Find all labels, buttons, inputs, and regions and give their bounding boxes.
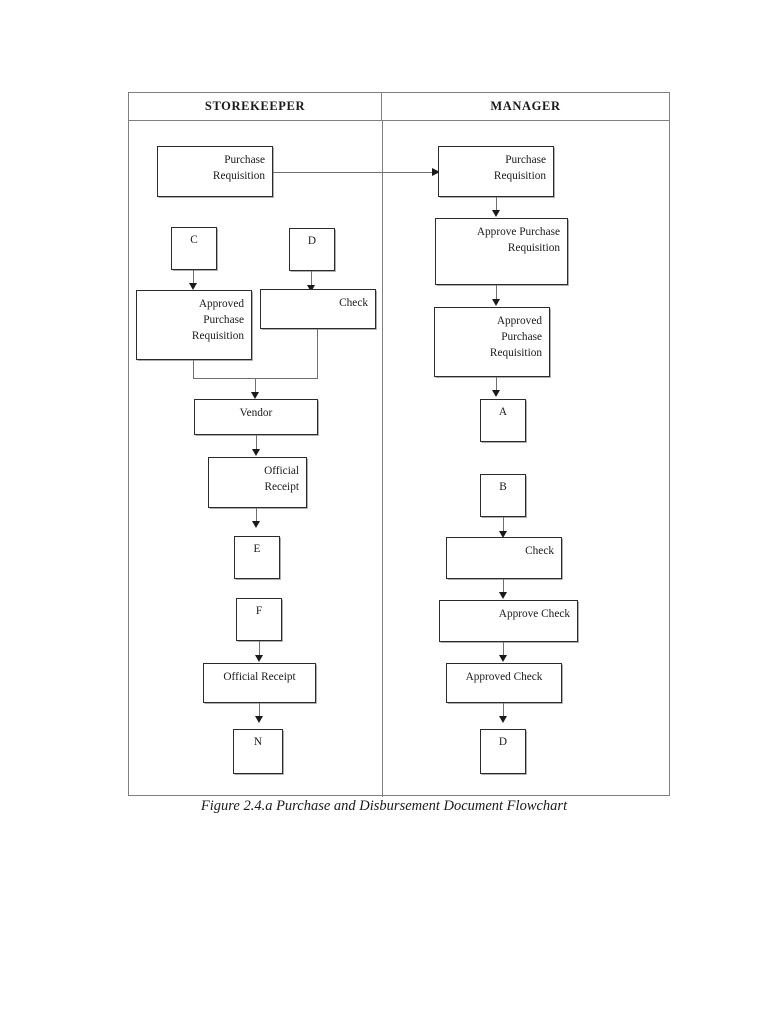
node-sk-check[interactable]: Check: [260, 289, 376, 329]
flow-line-mg-approve-check-to-approved-check: [503, 642, 504, 658]
flow-arrowhead-official-receipt-to-e: [252, 521, 260, 528]
flow-line-mg-check-to-approve-check: [503, 579, 504, 595]
flow-arrowhead-vendor-to-official-receipt: [252, 449, 260, 456]
flow-line-mg-approve-pr-to-approved-pr: [496, 285, 497, 302]
node-sk-connector-c[interactable]: C: [171, 227, 217, 270]
flow-arrowhead-b-to-mg-check: [499, 531, 507, 538]
flow-line-official-receipt-to-e: [256, 508, 257, 524]
figure-caption: Figure 2.4.a Purchase and Disbursement D…: [200, 798, 568, 814]
node-sk-connector-n[interactable]: N: [233, 729, 283, 774]
flow-arrowhead-to-vendor: [251, 392, 259, 399]
node-sk-connector-f[interactable]: F: [236, 598, 282, 641]
flow-line-f-to-official-receipt-2: [259, 641, 260, 658]
node-sk-connector-d[interactable]: D: [289, 228, 335, 271]
flow-line-c-to-approved-pr: [193, 270, 194, 286]
flow-arrowhead-sk-to-mg-requisition: [432, 167, 440, 176]
flow-line-mg-pr-to-approve-pr: [496, 197, 497, 213]
node-sk-official-receipt-2[interactable]: Official Receipt: [203, 663, 316, 703]
flow-arrowhead-mg-approve-pr-to-approved-pr: [492, 299, 500, 306]
flow-arrowhead-mg-pr-to-approve-pr: [492, 210, 500, 217]
flow-arrowhead-d-to-check: [307, 285, 315, 292]
node-mg-check[interactable]: Check: [446, 537, 562, 579]
flow-arrowhead-mg-approved-check-to-d: [499, 716, 507, 723]
flow-line-vendor-to-official-receipt: [256, 435, 257, 452]
column-header-manager: MANAGER: [490, 99, 561, 113]
flow-arrowhead-mg-approved-pr-to-a: [492, 390, 500, 397]
flow-arrowhead-official-receipt-2-to-n: [255, 716, 263, 723]
column-divider: [382, 121, 383, 797]
flow-arrowhead-mg-approve-check-to-approved-check: [499, 655, 507, 662]
flow-line-sk-to-mg-requisition: [273, 172, 432, 173]
node-mg-approved-check[interactable]: Approved Check: [446, 663, 562, 703]
flow-line-mg-approved-check-to-d: [503, 703, 504, 719]
node-mg-connector-a[interactable]: A: [480, 399, 526, 442]
swimlane-header-row: STOREKEEPER MANAGER: [129, 93, 669, 121]
flow-line-d-to-check: [311, 271, 312, 288]
flow-line-approved-pr-down: [193, 360, 194, 378]
flow-line-official-receipt-2-to-n: [259, 703, 260, 719]
flow-arrowhead-c-to-approved-pr: [189, 283, 197, 290]
flow-line-b-to-mg-check: [503, 517, 504, 534]
flow-line-check-down: [317, 329, 318, 378]
node-sk-vendor[interactable]: Vendor: [194, 399, 318, 435]
column-header-storekeeper: STOREKEEPER: [129, 93, 382, 120]
flow-arrowhead-mg-check-to-approve-check: [499, 592, 507, 599]
node-sk-connector-e[interactable]: E: [234, 536, 280, 579]
node-mg-approve-check[interactable]: Approve Check: [439, 600, 578, 642]
flow-arrowhead-f-to-official-receipt-2: [255, 655, 263, 662]
node-mg-connector-b[interactable]: B: [480, 474, 526, 517]
flow-line-merge-stem-vendor: [255, 378, 256, 395]
flow-line-mg-approved-pr-to-a: [496, 377, 497, 393]
node-mg-connector-d[interactable]: D: [480, 729, 526, 774]
